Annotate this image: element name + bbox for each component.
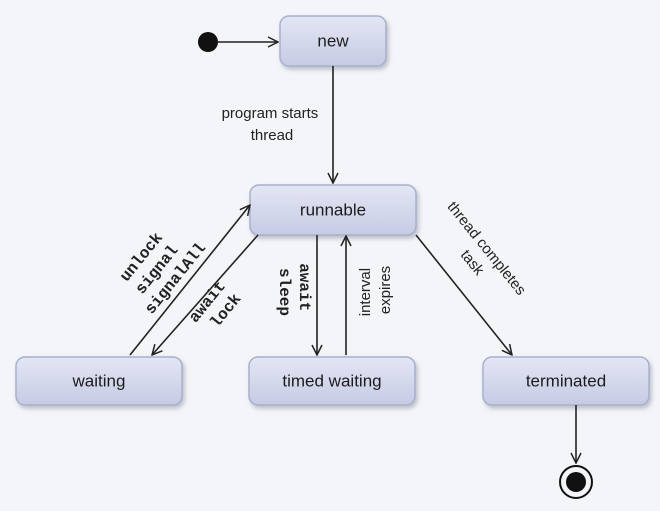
state-runnable-label: runnable	[300, 201, 366, 220]
state-timed-waiting-label: timed waiting	[282, 372, 381, 391]
label-thread-completes: thread completes task	[428, 198, 532, 314]
state-waiting: waiting	[15, 356, 183, 406]
state-new: new	[279, 15, 387, 67]
initial-state	[198, 32, 218, 52]
state-waiting-label: waiting	[72, 372, 126, 391]
state-new-label: new	[317, 32, 349, 51]
label-await-sleep: await sleep	[275, 263, 313, 321]
label-program-starts: program starts thread	[222, 105, 323, 144]
final-state	[559, 465, 593, 499]
state-terminated: terminated	[482, 356, 650, 406]
edge-waiting-to-runnable	[129, 205, 250, 356]
state-timed-waiting: timed waiting	[248, 356, 416, 406]
label-await-lock: await lock	[186, 270, 252, 339]
label-interval-expires: interval expires	[357, 264, 394, 317]
edge-runnable-to-terminated	[415, 234, 512, 355]
state-terminated-label: terminated	[526, 372, 606, 391]
edge-runnable-to-waiting	[152, 234, 259, 355]
state-runnable: runnable	[249, 184, 417, 236]
